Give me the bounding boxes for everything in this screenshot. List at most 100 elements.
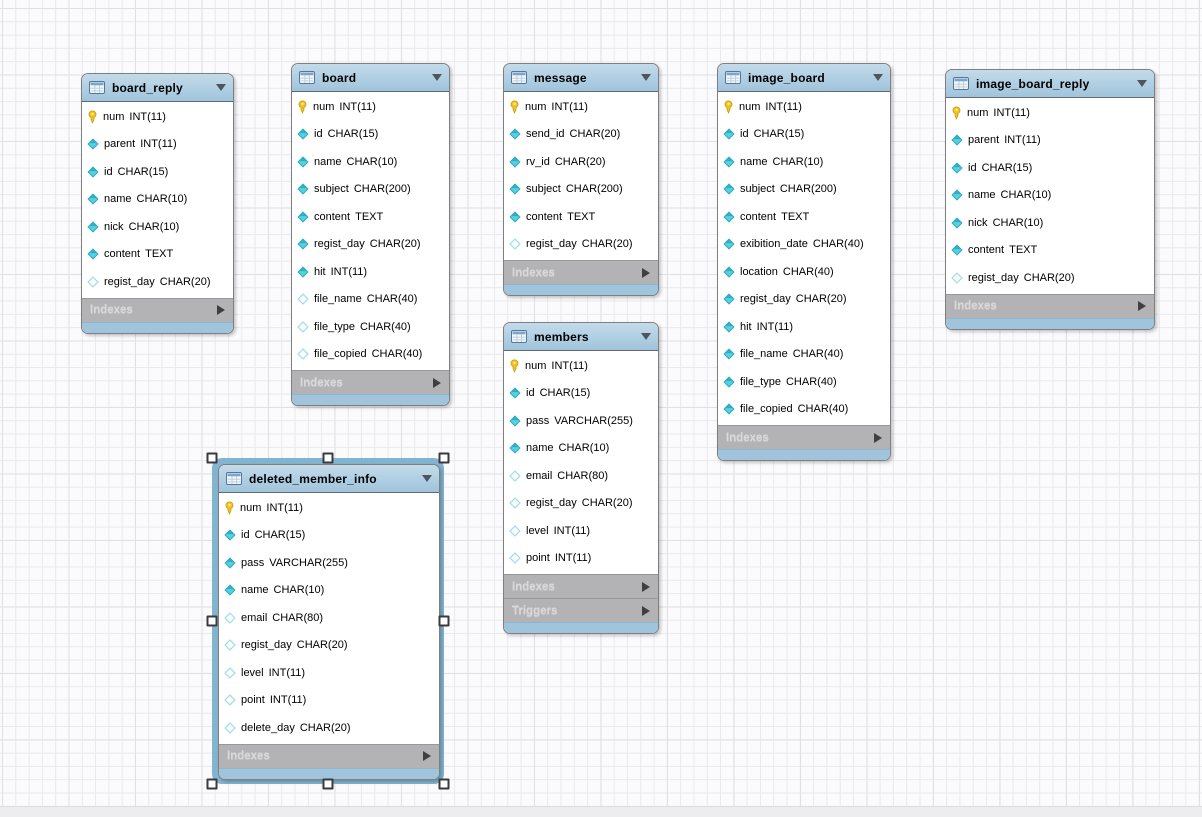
selection-handle-sw[interactable] (206, 778, 218, 789)
collapse-arrow-icon[interactable] (641, 74, 651, 81)
table-header[interactable]: board (292, 64, 449, 92)
section-indexes-toggle[interactable]: Indexes (504, 260, 658, 284)
selection-handle-w[interactable] (206, 615, 218, 627)
selection-handle-n[interactable] (322, 452, 334, 464)
table-header[interactable]: deleted_member_info (219, 465, 439, 493)
table-header[interactable]: image_board_reply (946, 70, 1154, 98)
collapse-arrow-icon[interactable] (432, 74, 442, 81)
section-indexes-toggle[interactable]: Indexes (504, 574, 658, 598)
collapse-arrow-icon[interactable] (873, 74, 883, 81)
table-header[interactable]: members (504, 323, 658, 351)
selection-handle-nw[interactable] (206, 452, 218, 464)
column-type: INT(11) (551, 359, 588, 372)
collapse-arrow-icon[interactable] (641, 333, 651, 340)
collapse-arrow-icon[interactable] (216, 84, 226, 91)
selection-handle-e[interactable] (438, 615, 450, 627)
section-indexes-toggle[interactable]: Indexes (946, 293, 1154, 318)
table-header[interactable]: message (504, 64, 658, 92)
section-indexes-toggle[interactable]: Indexes (718, 425, 890, 449)
section-indexes-toggle[interactable]: Indexes (82, 297, 233, 322)
collapse-arrow-icon[interactable] (1137, 80, 1147, 87)
section-label: Triggers (512, 604, 558, 617)
section-indexes-toggle[interactable]: Indexes (219, 743, 439, 768)
collapse-arrow-icon[interactable] (422, 475, 432, 482)
table-header[interactable]: image_board (718, 64, 890, 92)
section-indexes-toggle[interactable]: Indexes (292, 370, 449, 394)
selection-handle-ne[interactable] (438, 452, 450, 464)
selection-handle-se[interactable] (438, 778, 450, 789)
column-notnull-icon (723, 156, 735, 168)
section-triggers-toggle[interactable]: Triggers (504, 598, 658, 622)
selection-handle-s[interactable] (322, 778, 334, 789)
table-header[interactable]: board_reply (82, 74, 233, 102)
